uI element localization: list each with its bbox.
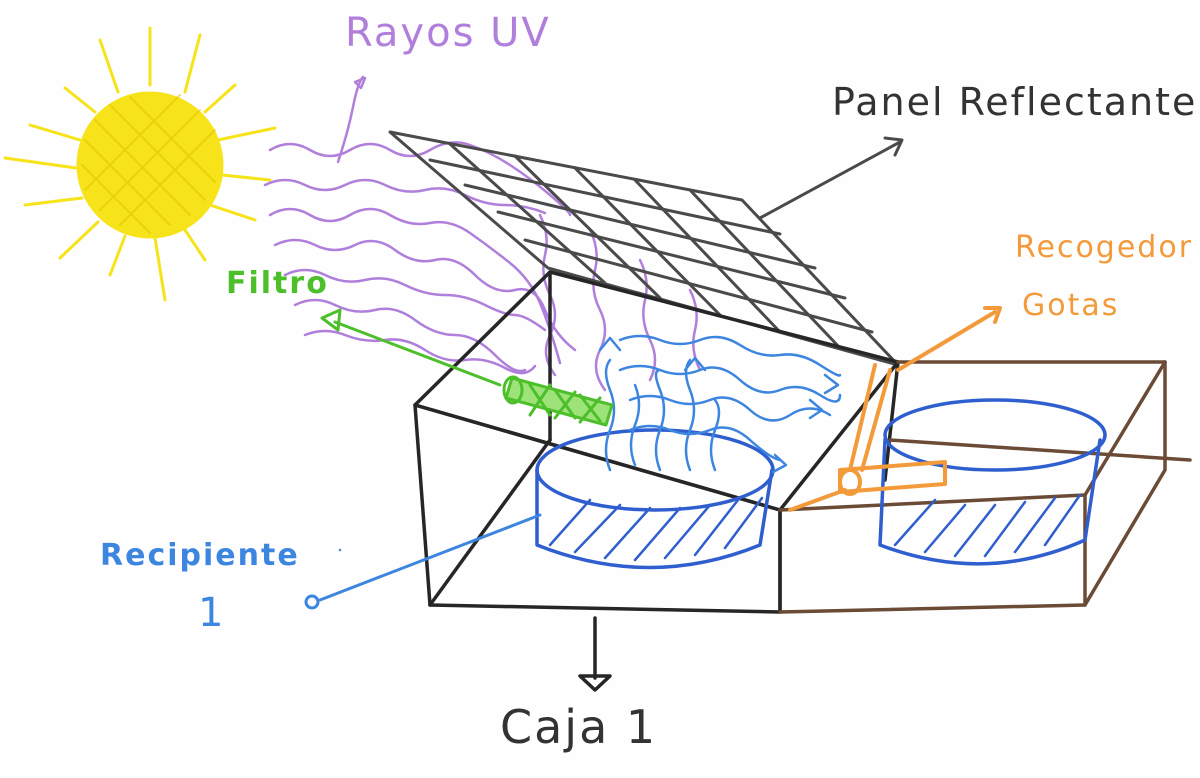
box-label: Caja 1 <box>500 700 658 754</box>
collector-label-line2: Gotas <box>1022 288 1120 323</box>
reflective-panel-label: Panel Reflectante <box>832 80 1198 124</box>
filter-label: Filtro <box>226 266 329 301</box>
container-label-line1: Recipiente <box>100 538 300 573</box>
collector-label-line1: Recogedor <box>1015 230 1194 265</box>
sun-icon <box>3 26 277 302</box>
drop-collector <box>788 306 1002 512</box>
container-label-line2: 1 <box>198 590 226 636</box>
water-vapor <box>338 334 842 552</box>
recipient-pointer <box>304 513 542 610</box>
container-1 <box>535 428 775 570</box>
container-2 <box>878 398 1107 566</box>
uv-rays-label: Rayos UV <box>345 10 551 56</box>
filter-icon <box>320 308 614 427</box>
uv-rays <box>263 75 702 392</box>
